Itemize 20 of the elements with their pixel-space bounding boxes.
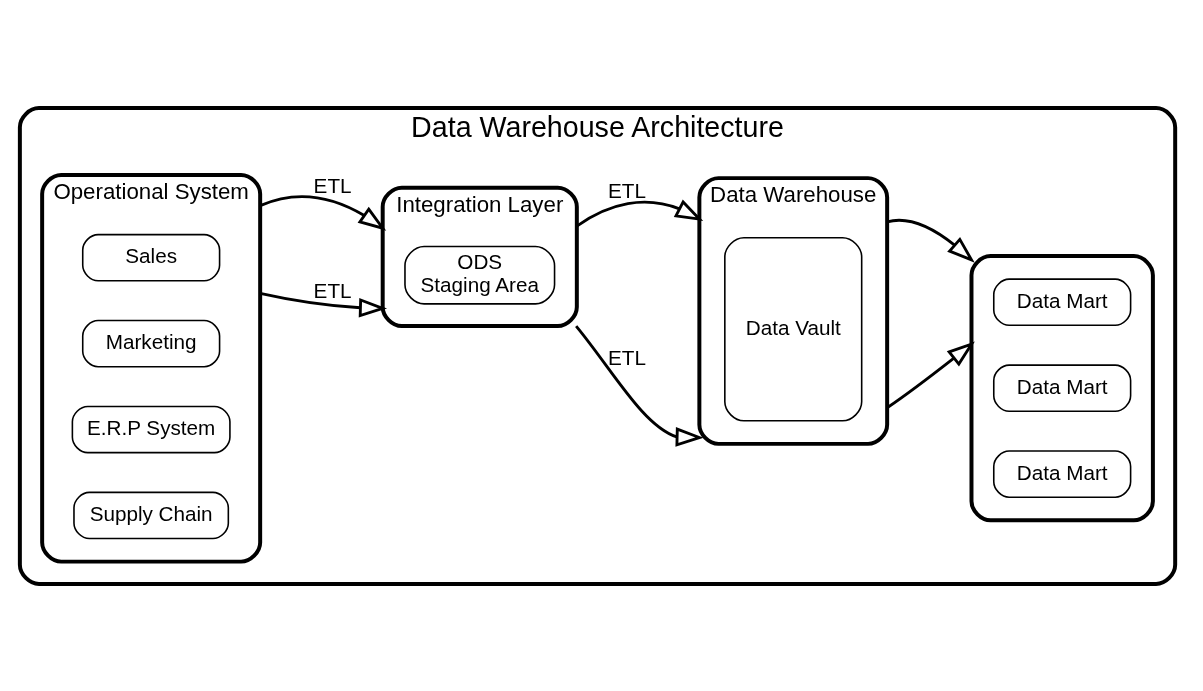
- arrow: [259, 194, 387, 231]
- arrow: [886, 218, 975, 263]
- edge-label: ETL: [608, 178, 646, 202]
- node-box: Data Mart: [992, 363, 1132, 412]
- node-box: Data Mart: [992, 277, 1132, 326]
- node-box: E.R.P System: [71, 405, 231, 453]
- node-box: Supply Chain: [73, 491, 230, 539]
- node-box: Marketing: [81, 319, 221, 367]
- cluster: [969, 253, 1155, 522]
- node-box: Data Vault: [724, 236, 863, 422]
- edge-label: ETL: [608, 345, 646, 369]
- arrow: [575, 324, 704, 447]
- arrow: [576, 199, 704, 227]
- edge-label: ETL: [313, 173, 352, 197]
- node-box: Sales: [81, 233, 221, 282]
- arrow: [886, 341, 975, 409]
- edge-label: ETL: [313, 278, 352, 302]
- node-box: ODS Staging Area: [404, 245, 556, 305]
- node-box: Data Mart: [992, 449, 1132, 498]
- arrow: [259, 291, 387, 318]
